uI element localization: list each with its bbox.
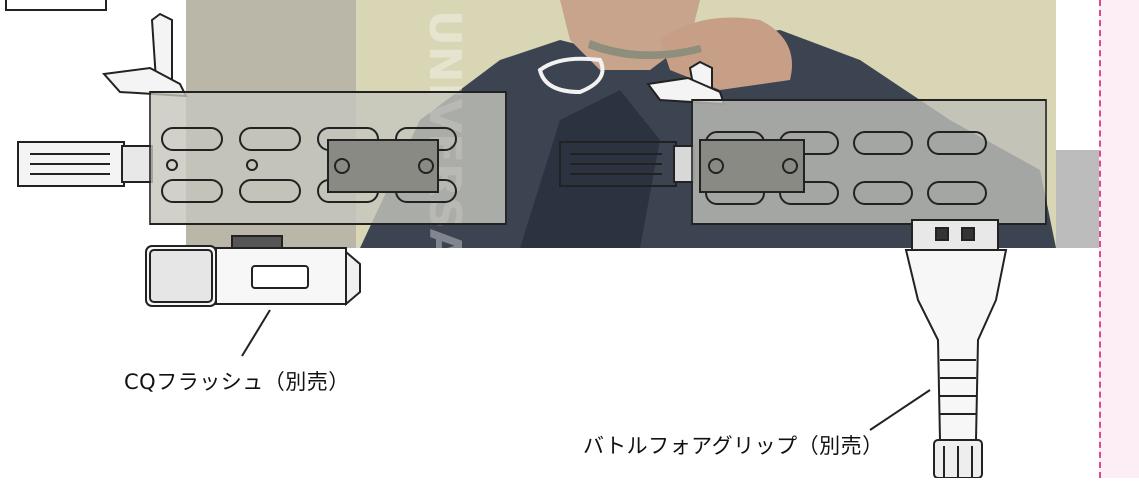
rifle-right-line-art bbox=[559, 60, 1047, 225]
rifle-left-line-art bbox=[17, 12, 507, 225]
page-margin-strip bbox=[1099, 0, 1139, 478]
flashlight-line-art bbox=[145, 235, 361, 357]
cut-line bbox=[1099, 0, 1101, 478]
flashlight-label: CQフラッシュ（別売） bbox=[124, 370, 350, 394]
foregrip-line-art bbox=[869, 219, 1008, 479]
foregrip-label: バトルフォアグリップ（別売） bbox=[583, 434, 884, 458]
corner-box bbox=[5, 0, 107, 11]
